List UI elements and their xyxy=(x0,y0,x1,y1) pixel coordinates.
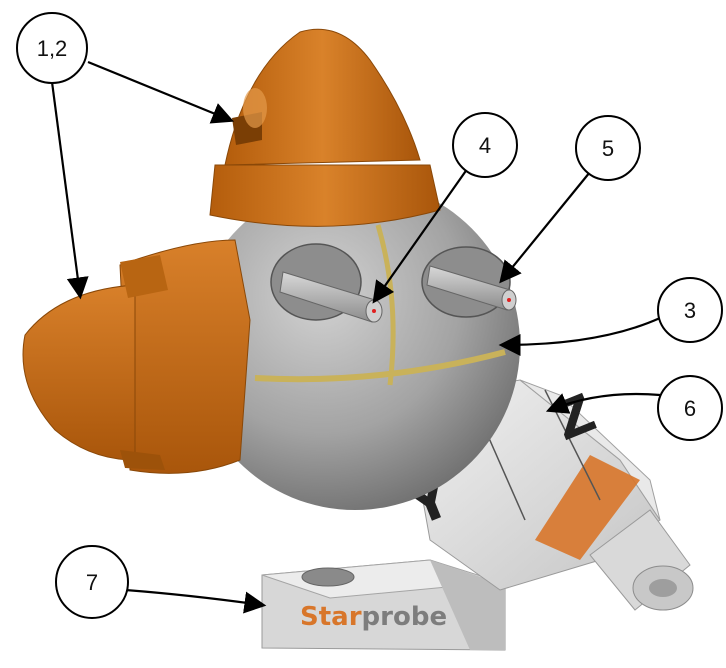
arrow-3 xyxy=(503,318,660,345)
arrow-5 xyxy=(502,172,590,280)
top-cap xyxy=(210,29,440,226)
callout-7-label: 7 xyxy=(86,570,98,595)
callout-1-2-label: 1,2 xyxy=(37,36,68,61)
callout-6: 6 xyxy=(658,376,722,440)
arrow-12-left xyxy=(52,82,80,295)
arrow-7 xyxy=(125,590,262,605)
brand-logo-probe: probe xyxy=(362,602,448,632)
callout-3-label: 3 xyxy=(684,298,696,323)
callout-3: 3 xyxy=(658,278,722,342)
callout-4-label: 4 xyxy=(479,133,491,158)
callout-7: 7 xyxy=(56,546,128,618)
base-bracket: Starprobe xyxy=(262,560,505,650)
callout-5: 5 xyxy=(576,116,640,180)
callout-5-label: 5 xyxy=(602,136,614,161)
left-cap xyxy=(23,240,250,473)
brand-logo: Starprobe xyxy=(300,602,447,632)
callout-1-2: 1,2 xyxy=(17,13,87,83)
base-mounting-hole xyxy=(302,568,354,586)
callout-6-label: 6 xyxy=(684,396,696,421)
brand-logo-star: Star xyxy=(300,602,362,632)
arrow-12-top xyxy=(88,62,230,120)
callout-4: 4 xyxy=(453,113,517,177)
